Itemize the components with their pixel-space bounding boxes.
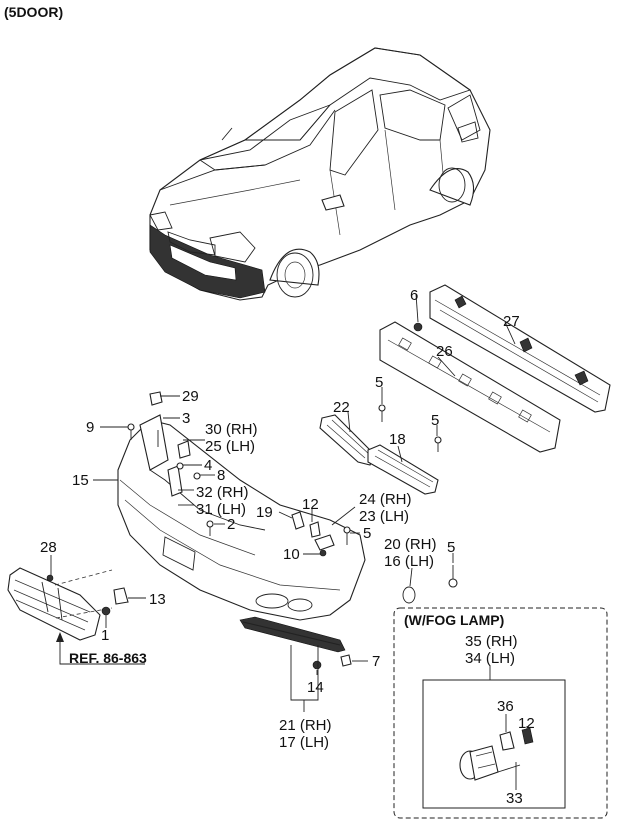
label-9: 9 xyxy=(86,419,94,436)
label-15: 15 xyxy=(72,472,89,489)
radiator-grille xyxy=(7,567,101,641)
label-24: 24 (RH) xyxy=(359,491,412,508)
label-31: 31 (LH) xyxy=(196,501,246,518)
label-33: 33 xyxy=(506,790,523,807)
car-illustration xyxy=(149,47,491,301)
label-17: 17 (LH) xyxy=(279,734,329,751)
label-20: 20 (RH) xyxy=(384,536,437,553)
label-36: 36 xyxy=(497,698,514,715)
label-30: 30 (RH) xyxy=(205,421,258,438)
label-26: 26 xyxy=(436,343,453,360)
label-12b: 12 xyxy=(518,715,535,732)
label-32: 32 (RH) xyxy=(196,484,249,501)
ref-label: REF. 86-863 xyxy=(69,650,147,666)
diagram-title: (5DOOR) xyxy=(4,4,63,20)
energy-absorber-26 xyxy=(379,321,561,453)
label-35: 35 (RH) xyxy=(465,633,518,650)
label-25: 25 (LH) xyxy=(205,438,255,455)
label-12a: 12 xyxy=(302,496,319,513)
bumper-beam-27 xyxy=(429,284,611,413)
label-16: 16 (LH) xyxy=(384,553,434,570)
label-6: 6 xyxy=(410,287,418,304)
fog-lamp-box xyxy=(393,607,608,819)
label-10: 10 xyxy=(283,546,300,563)
fasteners xyxy=(46,322,458,670)
label-8: 8 xyxy=(217,467,225,484)
label-28: 28 xyxy=(40,539,57,556)
lower-grille-22 xyxy=(319,414,376,466)
part-labels: 6 27 26 5 22 5 18 29 9 3 30 (RH) 25 (LH)… xyxy=(40,287,535,807)
label-21: 21 (RH) xyxy=(279,717,332,734)
lower-grille-18 xyxy=(367,444,439,495)
label-29: 29 xyxy=(182,388,199,405)
label-5b: 5 xyxy=(431,412,439,429)
label-3: 3 xyxy=(182,410,190,427)
lower-spoiler xyxy=(239,616,346,653)
label-5c: 5 xyxy=(363,525,371,542)
label-1: 1 xyxy=(101,627,109,644)
label-18: 18 xyxy=(389,431,406,448)
label-27: 27 xyxy=(503,313,520,330)
label-5a: 5 xyxy=(375,374,383,391)
label-7: 7 xyxy=(372,653,380,670)
label-22: 22 xyxy=(333,399,350,416)
front-bumper-cover xyxy=(117,414,366,621)
label-19: 19 xyxy=(256,504,273,521)
label-2: 2 xyxy=(227,516,235,533)
label-34: 34 (LH) xyxy=(465,650,515,667)
label-4: 4 xyxy=(204,457,212,474)
leader-lines xyxy=(50,293,516,712)
fog-box-title: (W/FOG LAMP) xyxy=(404,612,504,628)
label-13: 13 xyxy=(149,591,166,608)
label-5d: 5 xyxy=(447,539,455,556)
label-23: 23 (LH) xyxy=(359,508,409,525)
label-14: 14 xyxy=(307,679,324,696)
